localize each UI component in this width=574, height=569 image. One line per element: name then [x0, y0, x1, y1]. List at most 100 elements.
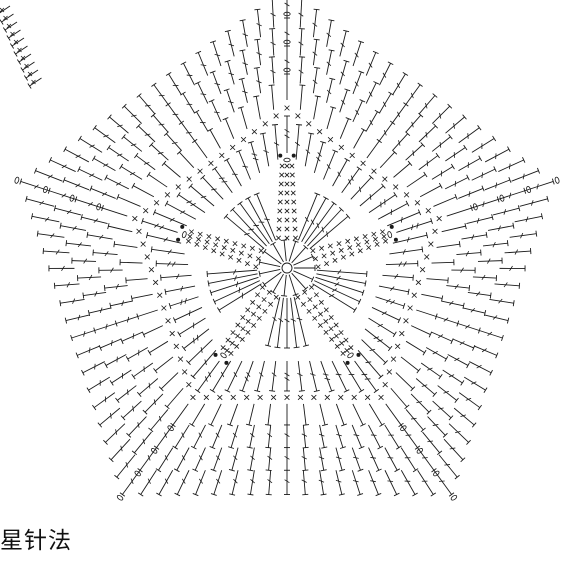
- treble-stitch: [368, 470, 379, 495]
- center-stitch: [288, 241, 297, 262]
- double-treble-stitch: [188, 339, 213, 363]
- single-crochet: [318, 311, 323, 317]
- treble-stitch-top: [491, 214, 494, 221]
- treble-stitch-top: [113, 241, 116, 248]
- center-stitch-top: [270, 241, 276, 246]
- treble-stitch-bar: [250, 455, 255, 460]
- double-treble-stitch: [154, 211, 187, 227]
- treble-stitch-bar: [353, 434, 360, 437]
- treble-stitch: [293, 297, 307, 346]
- treble-stitch-bar: [232, 269, 237, 275]
- single-crochet: [330, 250, 336, 256]
- treble-stitch-bar: [228, 43, 235, 47]
- single-crochet: [276, 226, 282, 232]
- treble-stitch-bar: [471, 234, 475, 240]
- single-crochet: [311, 394, 317, 401]
- double-treble-stitch: [166, 203, 197, 220]
- center-stitch: [264, 251, 282, 265]
- treble-stitch: [143, 325, 164, 335]
- treble-stitch-top: [27, 83, 32, 89]
- treble-stitch-top: [86, 231, 89, 238]
- treble-stitch-bar: [301, 433, 308, 437]
- slip-stitch-dot: [224, 360, 229, 365]
- treble-stitch: [379, 63, 391, 86]
- treble-stitch: [213, 470, 223, 495]
- treble-stitch: [474, 345, 497, 356]
- treble-stitch: [194, 447, 206, 471]
- treble-stitch-top: [116, 193, 120, 200]
- double-treble-stitch-bar: [381, 311, 387, 316]
- treble-stitch: [125, 278, 148, 281]
- treble-stitch-bar: [296, 317, 303, 321]
- treble-stitch: [335, 424, 344, 448]
- treble-stitch-bar: [492, 241, 496, 248]
- treble-stitch: [405, 114, 422, 133]
- double-treble-stitch-bar: [242, 165, 249, 168]
- treble-stitch-bar: [164, 432, 167, 438]
- treble-stitch-top: [23, 75, 29, 81]
- treble-stitch-top: [438, 182, 443, 189]
- double-treble-stitch-top: [402, 303, 406, 309]
- single-crochet: [371, 168, 377, 174]
- treble-stitch: [276, 297, 284, 348]
- single-crochet: [424, 254, 430, 260]
- treble-stitch-top: [207, 280, 210, 287]
- treble-stitch-bar: [131, 114, 137, 117]
- double-treble-stitch-top: [308, 132, 315, 135]
- center-stitch-top: [262, 248, 267, 255]
- treble-stitch-top: [454, 474, 460, 480]
- treble-stitch-bar: [132, 405, 135, 412]
- treble-stitch: [431, 136, 451, 152]
- treble-stitch-bar: [453, 123, 455, 129]
- treble-stitch: [176, 447, 190, 471]
- treble-stitch-top: [119, 492, 126, 497]
- treble-stitch-top: [153, 445, 160, 450]
- treble-stitch-top: [125, 356, 130, 362]
- treble-stitch-bar: [272, 316, 277, 322]
- treble-stitch-bar: [492, 315, 498, 320]
- single-crochet: [224, 348, 230, 354]
- treble-stitch: [339, 89, 348, 113]
- treble-stitch-top: [180, 61, 187, 65]
- single-crochet: [347, 245, 353, 251]
- treble-stitch-top: [229, 493, 236, 496]
- treble-stitch-bar: [448, 374, 455, 378]
- treble-stitch-top: [454, 193, 458, 200]
- treble-stitch-bar: [115, 181, 122, 186]
- double-treble-stitch-top: [212, 166, 218, 171]
- treble-stitch: [241, 50, 248, 75]
- treble-stitch: [111, 369, 132, 384]
- treble-stitch-bar: [284, 318, 290, 323]
- treble-stitch-top: [222, 117, 229, 121]
- double-treble-stitch-bar: [309, 373, 316, 376]
- treble-stitch: [384, 470, 398, 495]
- double-treble-stitch-top: [320, 140, 327, 144]
- treble-stitch-bar: [316, 222, 320, 229]
- treble-stitch: [312, 39, 318, 66]
- treble-stitch: [90, 188, 116, 199]
- treble-stitch-bar: [438, 334, 444, 339]
- treble-stitch-top: [313, 8, 320, 11]
- treble-stitch: [511, 170, 539, 182]
- treble-stitch-top: [493, 166, 497, 173]
- double-treble-stitch-top: [271, 124, 278, 126]
- treble-stitch-bar: [270, 41, 276, 46]
- double-treble-stitch-top: [150, 246, 153, 253]
- treble-stitch-bar: [232, 432, 238, 438]
- slip-stitch-dot: [393, 237, 398, 242]
- treble-stitch: [50, 159, 76, 172]
- double-treble-stitch-bar: [271, 372, 277, 377]
- single-crochet: [338, 144, 345, 151]
- treble-stitch-bar: [536, 183, 539, 190]
- single-crochet: [161, 305, 167, 311]
- treble-stitch-top: [423, 171, 428, 178]
- treble-stitch: [431, 261, 454, 264]
- treble-stitch: [438, 454, 458, 478]
- treble-stitch-bar: [147, 455, 151, 461]
- treble-stitch-bar: [39, 200, 45, 206]
- treble-stitch: [133, 185, 155, 198]
- single-crochet: [289, 172, 295, 178]
- treble-stitch-top: [81, 369, 85, 376]
- treble-stitch: [466, 216, 493, 224]
- treble-stitch: [316, 273, 366, 284]
